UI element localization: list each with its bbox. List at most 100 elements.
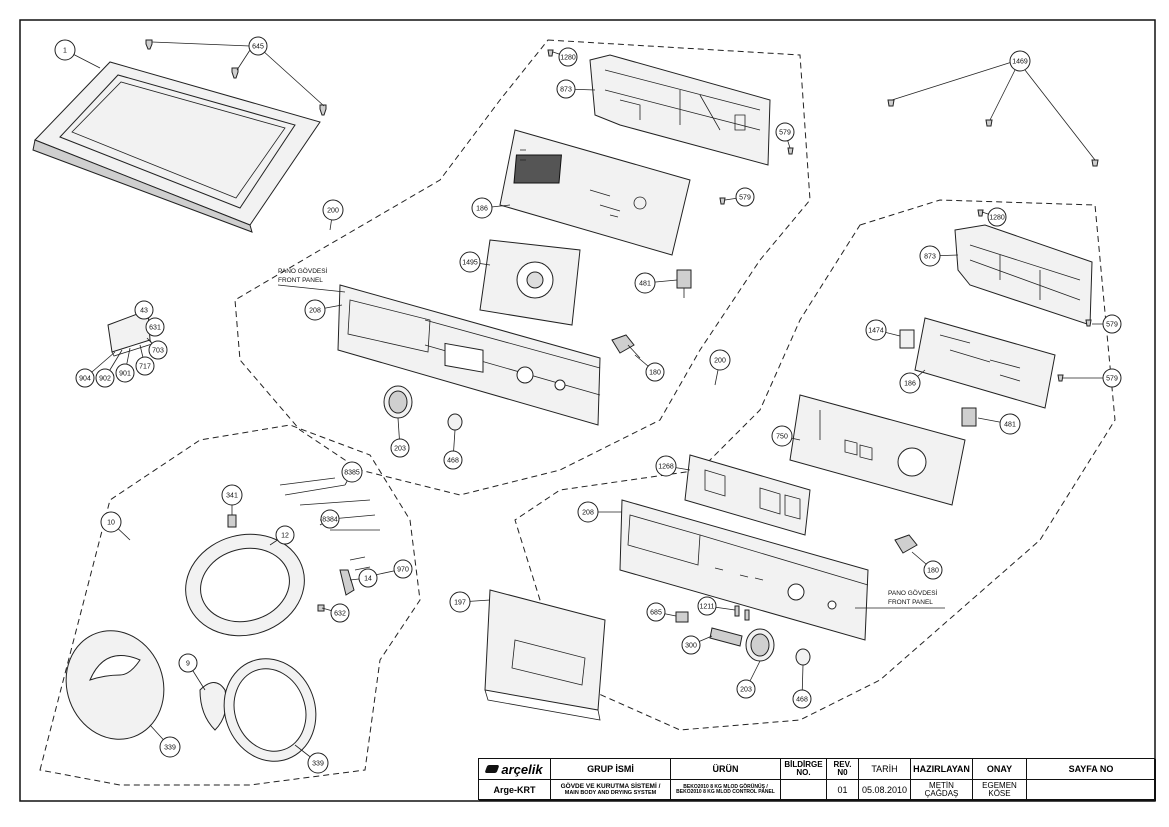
callout-750: 750 <box>771 425 801 447</box>
encoder-481-right <box>961 407 977 427</box>
callout-bubble <box>390 438 410 458</box>
callout-341: 341 <box>221 484 243 515</box>
callout-bubble <box>159 736 181 758</box>
callout-number: 901 <box>119 370 131 377</box>
door-glass-9 <box>199 682 227 731</box>
callout-bubble <box>248 36 268 56</box>
callout-1211: 1211 <box>697 596 736 616</box>
callout-number: 481 <box>639 280 651 287</box>
callout-579: 579 <box>1063 368 1122 388</box>
callout-481: 481 <box>634 272 678 294</box>
callout-number: 685 <box>650 609 662 616</box>
approved-header: ONAY <box>973 759 1027 780</box>
callout-208: 208 <box>577 501 622 523</box>
callout-number: 12 <box>281 532 289 539</box>
callout-bubble <box>792 689 812 709</box>
callout-186: 186 <box>899 369 926 394</box>
callout-number: 14 <box>364 575 372 582</box>
callout-number: 1469 <box>1012 58 1028 65</box>
rev-value: 01 <box>827 780 859 801</box>
callout-bubble <box>646 602 666 622</box>
callout-904: 904 <box>75 351 116 388</box>
callout-number: 200 <box>327 207 339 214</box>
callout-number: 579 <box>1106 375 1118 382</box>
panel-label-bottom-en: FRONT PANEL <box>888 599 933 606</box>
callout-481: 481 <box>977 413 1021 435</box>
callout-number: 203 <box>394 445 406 452</box>
group-name-en: MAIN BODY AND DRYING SYSTEM <box>564 789 657 796</box>
screws-right-group <box>977 209 1092 382</box>
callout-bubble <box>95 368 115 388</box>
knob-203-bottom <box>745 628 775 662</box>
callout-645: 645 <box>248 36 268 56</box>
callout-bubble <box>471 197 493 219</box>
callout-902: 902 <box>95 349 123 388</box>
callout-bubble <box>1102 314 1122 334</box>
callout-bubble <box>999 413 1021 435</box>
group-outline-bottom-panel <box>514 199 1116 731</box>
callout-8384: 8384 <box>319 509 340 529</box>
callout-bubble <box>655 455 677 477</box>
callout-631: 631 <box>145 317 165 337</box>
callout-number: 579 <box>779 129 791 136</box>
callout-number: 579 <box>739 194 751 201</box>
callout-703: 703 <box>146 337 168 360</box>
callout-number: 481 <box>1004 421 1016 428</box>
callout-1469: 1469 <box>1009 50 1031 72</box>
callout-number: 186 <box>476 205 488 212</box>
top-lid-part <box>32 61 321 233</box>
callout-203: 203 <box>736 660 761 699</box>
callout-number: 645 <box>252 43 264 50</box>
callout-number: 203 <box>740 686 752 693</box>
callout-number: 579 <box>1106 321 1118 328</box>
callout-bubble <box>320 509 340 529</box>
callout-number: 904 <box>79 375 91 382</box>
logo-text: arçelik <box>501 761 543 777</box>
callout-number: 180 <box>649 369 661 376</box>
callout-bubble <box>178 653 198 673</box>
callout-bubble <box>100 511 122 533</box>
rev-header-line2: N0 <box>837 768 848 777</box>
callout-468: 468 <box>792 664 812 709</box>
callout-number: 717 <box>139 363 151 370</box>
group-header: GRUP İSMİ <box>551 759 671 780</box>
callout-bubble <box>330 603 350 623</box>
callout-bubble <box>75 368 95 388</box>
callout-203: 203 <box>390 417 410 458</box>
callout-number: 1280 <box>989 214 1005 221</box>
logo-mark-icon <box>484 765 500 773</box>
notice-header: BİLDİRGE NO. <box>781 759 827 780</box>
date-header: TARİH <box>859 759 911 780</box>
callout-bubble <box>771 425 793 447</box>
callout-bubble <box>987 207 1007 227</box>
callout-bubble <box>459 251 481 273</box>
screw-645-parts <box>145 39 327 116</box>
callout-bubble <box>221 484 243 506</box>
group-outline-top-panel <box>234 39 811 496</box>
approved-by-line1: EGEMEN <box>982 781 1017 790</box>
callout-1280: 1280 <box>981 207 1007 227</box>
latch-341 <box>227 514 237 528</box>
sheet-header: SAYFA NO <box>1027 759 1156 780</box>
callout-970: 970 <box>374 559 413 579</box>
callout-579: 579 <box>775 122 795 149</box>
callout-bubble <box>307 752 329 774</box>
prepared-header: HAZIRLAYAN <box>911 759 973 780</box>
callout-186: 186 <box>471 197 511 219</box>
callout-bubble <box>275 525 295 545</box>
callout-200: 200 <box>322 199 344 231</box>
callout-200: 200 <box>709 349 731 386</box>
callout-bubble <box>899 372 921 394</box>
callout-number: 8384 <box>322 516 338 523</box>
notice-header-line1: BİLDİRGE <box>784 760 823 769</box>
callout-bubble <box>709 349 731 371</box>
callout-8385: 8385 <box>341 461 363 486</box>
callout-339: 339 <box>149 724 181 758</box>
keypad-750 <box>789 394 966 506</box>
callout-bubble <box>443 450 463 470</box>
pcb-186-right <box>899 317 1056 409</box>
product-name-line1: BEKO2010 8 KG MLOD GÖRÜNÜŞ / <box>683 784 768 790</box>
callout-bubble <box>645 362 665 382</box>
callout-number: 1268 <box>658 463 674 470</box>
